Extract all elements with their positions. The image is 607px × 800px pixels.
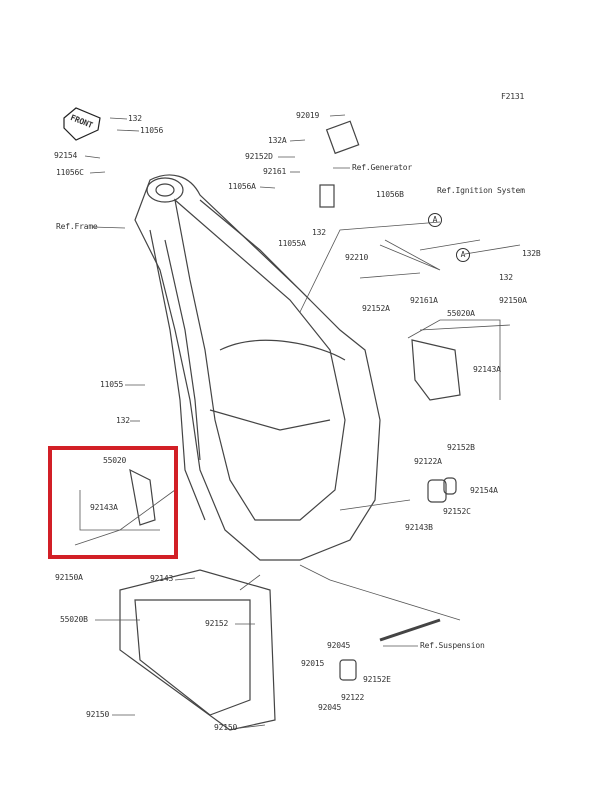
front-arrow-icon (63, 107, 101, 141)
part-label[interactable]: 92122A (414, 457, 442, 466)
part-label[interactable]: 92143B (405, 523, 433, 532)
part-label[interactable]: 92122 (341, 693, 365, 702)
part-label[interactable]: 132 (116, 416, 130, 425)
part-label[interactable]: 92150 (214, 723, 238, 732)
part-label[interactable]: 92150A (55, 573, 83, 582)
part-label[interactable]: 92045 (327, 641, 351, 650)
part-label[interactable]: 11056C (56, 168, 84, 177)
part-label[interactable]: 11055 (100, 380, 124, 389)
part-label[interactable]: 92152A (362, 304, 390, 313)
part-label[interactable]: 92143A (473, 365, 501, 374)
ref-label[interactable]: Ref.Suspension (420, 641, 485, 650)
part-label[interactable]: 92143 (150, 574, 174, 583)
ref-label[interactable]: Ref.Ignition System (437, 186, 525, 195)
part-label[interactable]: 132 (312, 228, 326, 237)
part-label[interactable]: 11056 (140, 126, 164, 135)
part-label[interactable]: 92152E (363, 675, 391, 684)
frame-outline (134, 174, 381, 561)
part-label[interactable]: 11055A (278, 239, 306, 248)
part-label[interactable]: 11056A (228, 182, 256, 191)
part-label[interactable]: 55020 (103, 456, 127, 465)
highlight-box (48, 446, 178, 559)
callout-a-lower: A (456, 248, 470, 262)
callout-a-upper: A (428, 213, 442, 227)
part-label[interactable]: 92152B (447, 443, 475, 452)
part-label[interactable]: 92150 (86, 710, 110, 719)
part-label[interactable]: 132A (268, 136, 287, 145)
part-label[interactable]: 11056B (376, 190, 404, 199)
part-label[interactable]: 92045 (318, 703, 342, 712)
part-label[interactable]: 92152D (245, 152, 273, 161)
part-label[interactable]: 92015 (301, 659, 325, 668)
part-label[interactable]: 92143A (90, 503, 118, 512)
part-label[interactable]: 92210 (345, 253, 369, 262)
part-label[interactable]: 92152C (443, 507, 471, 516)
part-label[interactable]: 55020A (447, 309, 475, 318)
part-label[interactable]: 92150A (499, 296, 527, 305)
part-label[interactable]: 92161 (263, 167, 287, 176)
part-label[interactable]: 92152 (205, 619, 229, 628)
part-label[interactable]: 55020B (60, 615, 88, 624)
part-label[interactable]: 92161A (410, 296, 438, 305)
part-label[interactable]: 92019 (296, 111, 320, 120)
part-label[interactable]: 132 (499, 273, 513, 282)
part-label[interactable]: 132B (522, 249, 541, 258)
ref-label[interactable]: Ref.Frame (56, 222, 98, 231)
part-label[interactable]: 92154A (470, 486, 498, 495)
figure-code: F2131 (501, 92, 525, 101)
ref-label[interactable]: Ref.Generator (352, 163, 413, 172)
part-label[interactable]: 132 (128, 114, 142, 123)
part-label[interactable]: 92154 (54, 151, 78, 160)
